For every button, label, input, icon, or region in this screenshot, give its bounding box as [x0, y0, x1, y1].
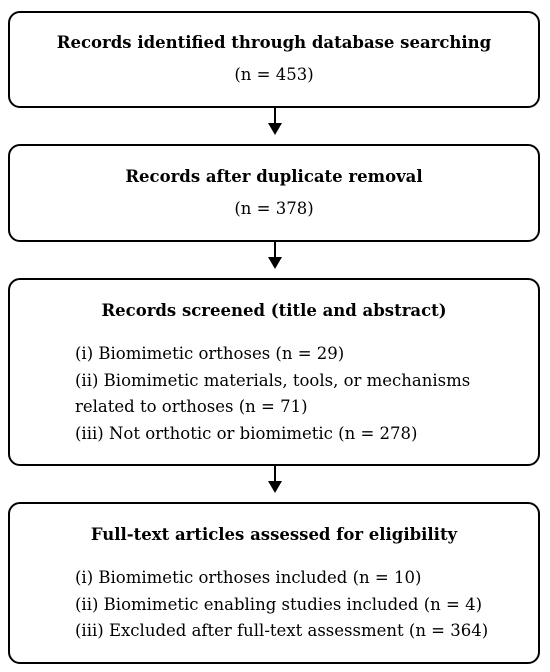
- list-item: related to orthoses (n = 71): [75, 397, 308, 416]
- list-item: (iii) Not orthotic or biomimetic (n = 27…: [75, 423, 418, 443]
- arrow-down-icon: [268, 242, 282, 269]
- deduplicated-title: Records after duplicate removal: [125, 167, 423, 186]
- list-item: (i) Biomimetic orthoses (n = 29): [75, 344, 345, 363]
- screened-list: (i) Biomimetic orthoses (n = 29) (ii) Bi…: [75, 341, 518, 447]
- arrow-down-icon: [268, 466, 282, 493]
- arrow-down-icon: [268, 108, 282, 135]
- identified-box: Records identified through database sear…: [8, 11, 540, 108]
- identified-title: Records identified through database sear…: [56, 33, 492, 52]
- list-item: (ii) Biomimetic materials, tools, or mec…: [75, 370, 471, 390]
- list-item: (i) Biomimetic orthoses included (n = 10…: [75, 568, 422, 587]
- screened-box: Records screened (title and abstract) (i…: [8, 278, 540, 466]
- screened-title: Records screened (title and abstract): [101, 301, 447, 320]
- deduplicated-box: Records after duplicate removal (n = 378…: [8, 144, 540, 242]
- identified-count: (n = 453): [234, 65, 314, 84]
- list-item: (ii) Biomimetic enabling studies include…: [75, 594, 483, 614]
- fulltext-box: Full-text articles assessed for eligibil…: [8, 502, 540, 664]
- list-item: (iii) Excluded after full-text assessmen…: [75, 621, 489, 640]
- fulltext-title: Full-text articles assessed for eligibil…: [90, 525, 458, 544]
- fulltext-list: (i) Biomimetic orthoses included (n = 10…: [75, 565, 518, 645]
- deduplicated-count: (n = 378): [234, 199, 314, 218]
